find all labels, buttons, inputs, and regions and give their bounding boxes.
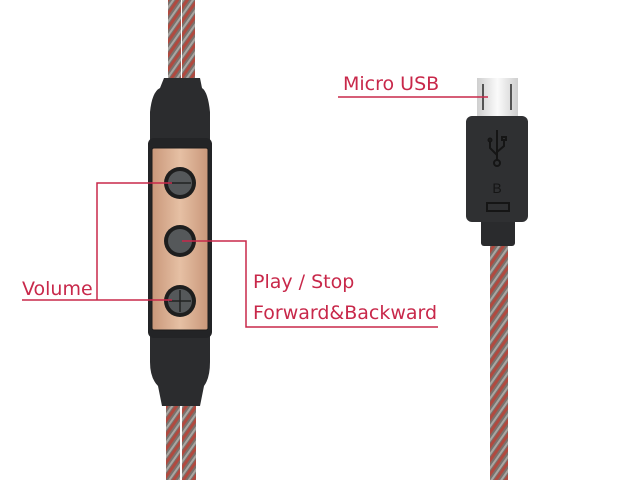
- volume-up-button[interactable]: [164, 285, 196, 317]
- cable-upper: [168, 0, 195, 82]
- volume-down-button[interactable]: [164, 167, 196, 199]
- label-micro-usb: Micro USB: [343, 73, 440, 95]
- usb-icon: [487, 130, 507, 167]
- connector-mark: B: [492, 180, 501, 196]
- usb-neck: [481, 218, 515, 246]
- label-volume: Volume: [22, 278, 93, 300]
- label-play-stop: Play / Stop: [253, 271, 355, 293]
- cable-lower: [166, 400, 196, 480]
- usb-housing: [466, 116, 528, 222]
- callout-lines: [22, 96, 488, 328]
- label-forward-backward: Forward&Backward: [253, 302, 438, 324]
- play-stop-button[interactable]: [164, 225, 196, 257]
- usb-cable: [490, 240, 508, 480]
